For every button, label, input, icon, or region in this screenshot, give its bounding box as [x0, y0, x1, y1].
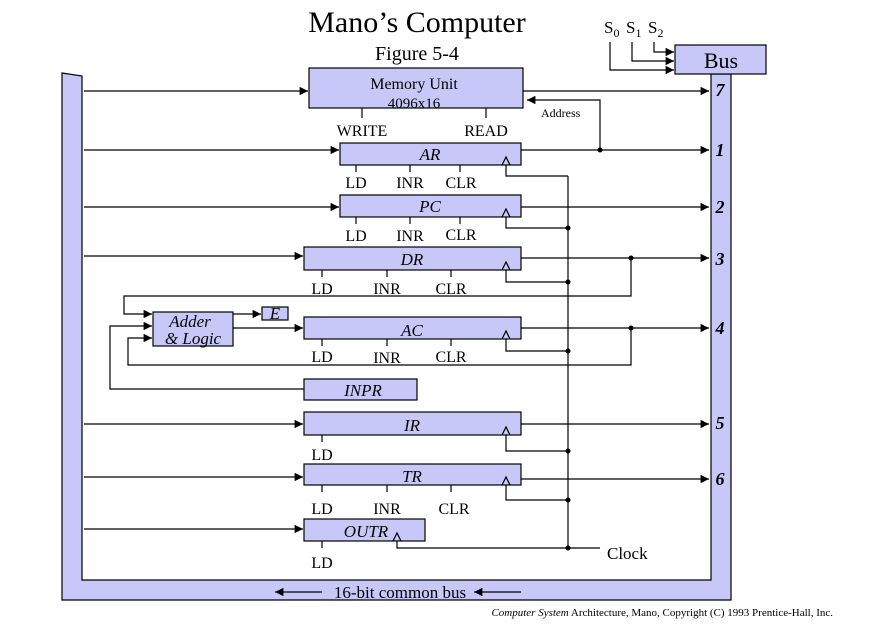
ac-clr: CLR — [435, 349, 466, 366]
ar-ld: LD — [345, 175, 366, 192]
pc-ld: LD — [345, 228, 366, 245]
clock-network — [396, 165, 600, 551]
diagram-title: Mano’s Computer — [308, 6, 526, 39]
register-ar — [339, 142, 522, 166]
pc-inr: INR — [396, 228, 424, 245]
register-inpr-label: INPR — [343, 381, 382, 400]
tr-ld: LD — [311, 501, 332, 518]
pc-clr: CLR — [445, 227, 476, 244]
memory-unit-label: Memory Unit — [370, 76, 458, 93]
bus-input-3: 3 — [715, 249, 725, 269]
dr-inr: INR — [373, 281, 401, 298]
bus-box-label: Bus — [704, 48, 738, 73]
adder-logic-unit — [152, 311, 234, 347]
ac-ld: LD — [311, 349, 332, 366]
register-ar-label: AR — [419, 145, 441, 164]
bus-input-1: 1 — [716, 140, 725, 160]
bus-select-box — [674, 44, 767, 75]
dr-clr: CLR — [435, 281, 466, 298]
memory-size-label: 4096x16 — [388, 96, 441, 112]
ir-ld: LD — [311, 447, 332, 464]
copyright-credit: Computer System Architecture, Mano, Copy… — [491, 607, 833, 619]
adder-label-line2: & Logic — [165, 329, 222, 348]
register-ir-label: IR — [403, 416, 421, 435]
register-outr-label: OUTR — [344, 522, 389, 541]
outr-ld: LD — [311, 555, 332, 572]
memory-write-label: WRITE — [337, 123, 388, 140]
adder-label-line1: Adder — [168, 312, 211, 331]
select-s2: S2 — [648, 18, 663, 40]
tr-clr: CLR — [438, 501, 469, 518]
ac-inr: INR — [373, 350, 401, 367]
memory-unit — [308, 67, 524, 109]
select-s0: S0 — [604, 18, 619, 40]
bus-input-2: 2 — [715, 197, 725, 217]
figure-label: Figure 5-4 — [375, 43, 459, 65]
register-tr — [303, 463, 522, 486]
address-label: Address — [541, 106, 581, 120]
register-ac-label: AC — [400, 321, 423, 340]
register-e-label: E — [269, 304, 281, 323]
clock-label: Clock — [607, 544, 648, 563]
register-pc-label: PC — [418, 197, 441, 216]
register-pc — [339, 194, 522, 218]
bus-input-5: 5 — [716, 413, 725, 433]
select-s1: S1 — [626, 18, 641, 40]
register-outr — [303, 518, 426, 542]
register-e — [261, 306, 289, 321]
ar-inr: INR — [396, 175, 424, 192]
ar-clr: CLR — [445, 175, 476, 192]
register-dr-label: DR — [400, 250, 424, 269]
select-lines: S0 S1 S2 — [604, 18, 674, 75]
common-bus-label: 16-bit common bus — [334, 583, 466, 602]
bus-input-7: 7 — [716, 80, 726, 100]
bus-input-4: 4 — [715, 318, 725, 338]
bus-input-6: 6 — [716, 469, 725, 489]
register-tr-label: TR — [402, 467, 422, 486]
dr-ld: LD — [311, 281, 332, 298]
tr-inr: INR — [373, 501, 401, 518]
memory-read-label: READ — [464, 123, 508, 140]
